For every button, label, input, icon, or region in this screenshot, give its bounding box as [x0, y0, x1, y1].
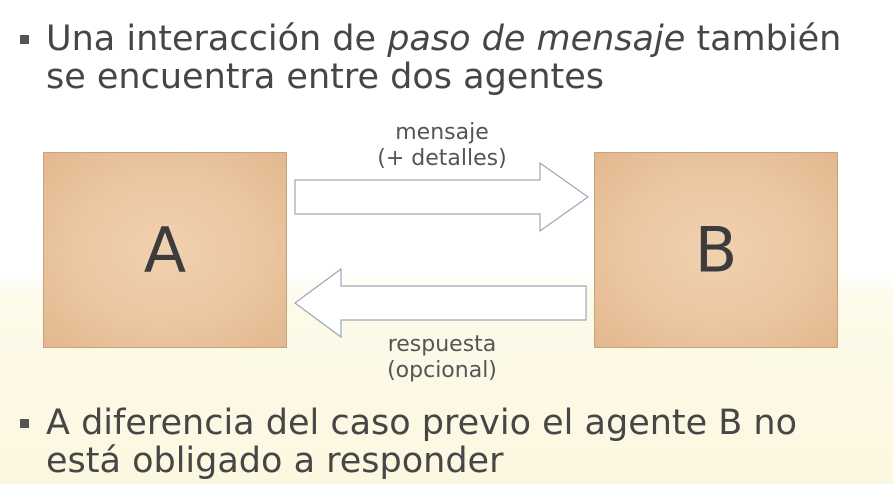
response-caption: respuesta (opcional) [342, 332, 542, 384]
message-detail: (+ detalles) [377, 146, 507, 171]
emphasis-term: paso de mensaje [387, 19, 686, 59]
response-label: respuesta [387, 332, 497, 357]
message-label: mensaje [395, 120, 489, 145]
bullet-text: A diferencia del caso previo el agente B… [46, 403, 798, 481]
message-arrow [294, 161, 590, 233]
response-detail: (opcional) [387, 358, 497, 383]
bullet-marker [20, 35, 29, 44]
bullet-marker [20, 419, 29, 428]
message-caption: mensaje (+ detalles) [342, 120, 542, 172]
agent-a-label: A [143, 213, 187, 287]
bullet-message-passing: Una interacción de paso de mensaje tambi… [20, 20, 880, 96]
agent-a-box: A [43, 152, 287, 348]
response-arrow [293, 267, 587, 339]
agent-b-box: B [594, 152, 838, 348]
bullet-text: Una interacción de paso de mensaje tambi… [46, 19, 842, 97]
bullet-no-obligation: A diferencia del caso previo el agente B… [20, 404, 880, 480]
agent-b-label: B [694, 213, 738, 287]
